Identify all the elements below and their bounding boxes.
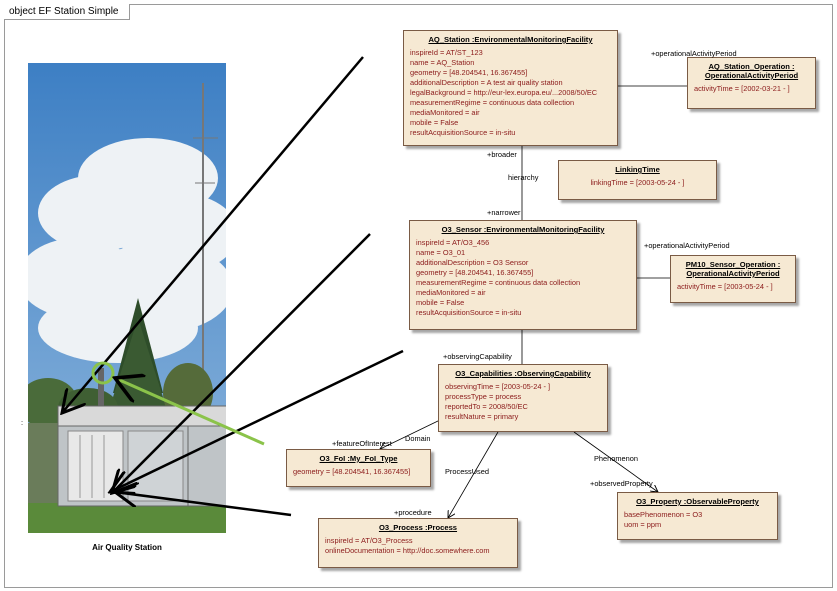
o3-property-box[interactable]: O3_Property :ObservableProperty basePhen…: [617, 492, 778, 540]
box-title: AQ_Station_Operation :: [708, 62, 795, 71]
connector-process-used: [448, 431, 499, 518]
attr-line: resultAcquisitionSource = in-situ: [416, 308, 522, 317]
label-procedure: +procedure: [394, 508, 432, 517]
box-title: LinkingTime: [615, 165, 660, 174]
o3-process-box[interactable]: O3_Process :Process inspireId = AT/O3_Pr…: [318, 518, 518, 568]
attr-line: additionalDescription = O3 Sensor: [416, 258, 529, 267]
attr-line: activityTime = [2002-03-21 - ]: [694, 84, 790, 93]
box-title: O3_Property :ObservableProperty: [636, 497, 759, 506]
cloud-shape: [28, 138, 226, 363]
attr-line: basePhenomenon = O3: [624, 510, 703, 519]
attr-line: processType = process: [445, 392, 522, 401]
frame-title: object EF Station Simple: [4, 4, 130, 20]
pointer-line: [115, 492, 292, 517]
attr-line: additionalDescription = A test air quali…: [410, 78, 563, 87]
box-title: PM10_Sensor_Operation :: [685, 260, 781, 269]
attr-line: onlineDocumentation = http://doc.somewhe…: [325, 546, 490, 555]
label-broader: +broader: [487, 150, 517, 159]
attr-line: measurementRegime = continuous data coll…: [410, 98, 575, 107]
aq-station-box[interactable]: AQ_Station :EnvironmentalMonitoringFacil…: [403, 30, 618, 146]
attr-line: activityTime = [2003-05-24 - ]: [677, 282, 773, 291]
label-observing-capability: +observingCapability: [443, 352, 512, 361]
lawn: [28, 503, 226, 533]
label-hierarchy: hierarchy: [508, 173, 539, 182]
side-mark: :: [21, 418, 24, 427]
box-title: OperationalActivityPeriod: [704, 71, 799, 80]
label-phenomenon: Phenomenon: [594, 454, 638, 463]
o3-sensor-box[interactable]: O3_Sensor :EnvironmentalMonitoringFacili…: [409, 220, 637, 330]
photo-caption: Air Quality Station: [92, 543, 162, 552]
attr-line: inspireId = AT/ST_123: [410, 48, 483, 57]
aq-station-operation-box[interactable]: AQ_Station_Operation : OperationalActivi…: [687, 57, 816, 109]
pm10-operation-box[interactable]: PM10_Sensor_Operation : OperationalActiv…: [670, 255, 796, 303]
o3-foi-box[interactable]: O3_FoI :My_FoI_Type geometry = [48.20454…: [286, 449, 431, 487]
attr-line: uom = ppm: [624, 520, 662, 529]
attr-line: name = O3_01: [416, 248, 466, 257]
box-title: O3_FoI :My_FoI_Type: [319, 454, 398, 463]
box-title: O3_Sensor :EnvironmentalMonitoringFacili…: [441, 225, 605, 234]
inlet-highlight-circle: [91, 361, 115, 385]
attr-line: linkingTime = [2003-05-24 - ]: [590, 178, 685, 187]
label-process-used: ProcessUsed: [445, 467, 489, 476]
o3-capabilities-box[interactable]: O3_Capabilities :ObservingCapability obs…: [438, 364, 608, 432]
attr-line: reportedTo = 2008/50/EC: [445, 402, 528, 411]
label-observed-property: +observedProperty: [590, 479, 653, 488]
pointer-line: [112, 233, 371, 493]
attr-line: geometry = [48.204541, 16.367455]: [293, 467, 411, 476]
label-domain: Domain: [405, 434, 431, 443]
attr-line: mediaMonitored = air: [410, 108, 480, 117]
box-title: O3_Capabilities :ObservingCapability: [455, 369, 591, 378]
box-title: AQ_Station :EnvironmentalMonitoringFacil…: [428, 35, 593, 44]
attr-line: measurementRegime = continuous data coll…: [416, 278, 581, 287]
attr-line: legalBackground = http://eur-lex.europa.…: [410, 88, 598, 97]
attr-line: resultAcquisitionSource = in-situ: [410, 128, 516, 137]
attr-line: name = AQ_Station: [410, 58, 475, 67]
attr-line: mediaMonitored = air: [416, 288, 486, 297]
attr-line: mobile = False: [410, 118, 459, 127]
attr-line: inspireId = AT/O3_456: [416, 238, 490, 247]
box-title: OperationalActivityPeriod: [686, 269, 780, 278]
attr-line: geometry = [48.204541, 16.367455]: [410, 68, 528, 77]
attr-line: resultNature = primary: [445, 412, 519, 421]
attr-line: inspireId = AT/O3_Process: [325, 536, 413, 545]
connector-domain: [380, 419, 441, 449]
label-op-period-2: +operationalActivityPeriod: [644, 241, 730, 250]
attr-line: mobile = False: [416, 298, 465, 307]
station-container: [57, 405, 226, 507]
highlight-pointer: [115, 378, 265, 446]
connector-phenomenon: [573, 431, 658, 492]
label-op-period-1: +operationalActivityPeriod: [651, 49, 737, 58]
attr-line: observingTime = [2003-05-24 - ]: [445, 382, 551, 391]
pointer-line: [62, 56, 364, 413]
attr-line: geometry = [48.204541, 16.367455]: [416, 268, 534, 277]
box-title: O3_Process :Process: [378, 523, 458, 532]
label-narrower: +narrower: [487, 208, 521, 217]
label-feature-of-interest: +featureOfInterest: [332, 439, 392, 448]
linking-time-box[interactable]: LinkingTime linkingTime = [2003-05-24 - …: [558, 160, 717, 200]
pointer-line: [110, 349, 404, 492]
